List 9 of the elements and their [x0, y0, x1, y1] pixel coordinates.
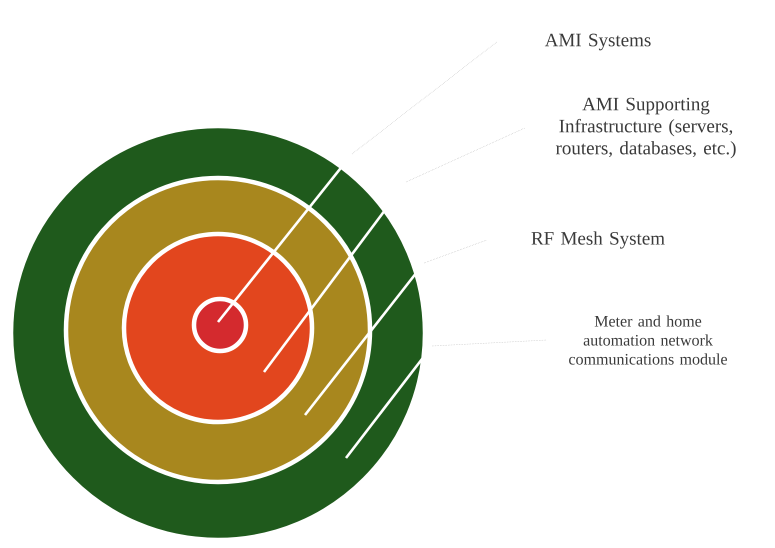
leader-line: [344, 340, 548, 459]
target-ring: [122, 232, 314, 424]
label-text: AMI Systems: [544, 34, 651, 50]
leader-line: [304, 240, 488, 416]
label-text: RF Mesh System: [532, 231, 665, 249]
label-text: AMI Supporting Infrastructure (servers, routers, databases, etc.): [556, 98, 736, 158]
label-text: Meter and home automation network communications module: [569, 315, 727, 365]
leader-line: [262, 128, 526, 373]
leader-line: [216, 42, 498, 323]
